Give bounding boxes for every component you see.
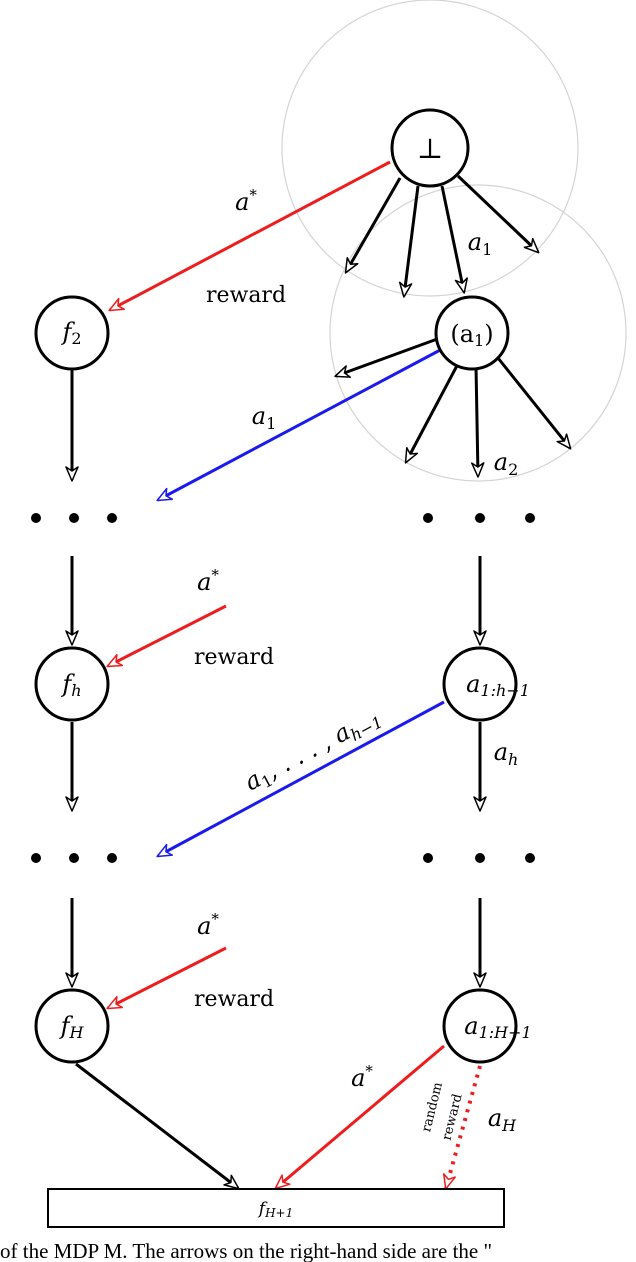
arrow-red-root-f2: [108, 160, 391, 312]
label-ah: ah: [494, 738, 519, 769]
label-reward-top: reward: [206, 283, 286, 308]
arrow-a1-2: [404, 359, 462, 464]
arrow-fH-fH1: [75, 1062, 240, 1190]
ghost-circle-second: [329, 184, 627, 482]
arrow-red-aH1-fH1: [274, 1044, 445, 1190]
arrow-a1-4: [496, 357, 572, 450]
label-a1-root: a1: [468, 228, 493, 259]
node-root: [390, 108, 470, 188]
caption: of the MDP M. The arrows on the right-ha…: [0, 1240, 493, 1262]
dots-right-2: [423, 853, 535, 863]
node-a-1-h-1-label: a1:h−1: [466, 670, 530, 700]
arrow-red-fH: [106, 946, 227, 1010]
dots-left-1: [31, 513, 117, 523]
node-f2: [34, 295, 110, 371]
label-aH: aH: [488, 1104, 517, 1135]
arrow-root-3-a1: [440, 185, 468, 294]
arrow-blue-seq: [156, 700, 445, 858]
ghost-circle-top: [281, 0, 579, 297]
arrow-root-4: [456, 174, 540, 254]
label-a-star-fH: a*: [197, 910, 219, 940]
label-reward-fh: reward: [194, 645, 274, 670]
node-fH: [34, 988, 110, 1064]
label-reward-fH: reward: [194, 987, 274, 1012]
label-a-star-top: a*: [235, 186, 257, 216]
dots-left-2: [31, 853, 117, 863]
arrow-red-fh: [106, 604, 227, 668]
node-a-1-h-1: [442, 646, 518, 722]
label-a-star-bottom: a*: [351, 1062, 373, 1092]
label-seq: a1, . . . , ah−1: [240, 702, 386, 799]
dots-right-1: [423, 513, 535, 523]
node-fH1-label: fH+1: [257, 1199, 293, 1220]
arrow-root-2: [398, 185, 420, 298]
arrow-dotted-random: [442, 1065, 482, 1190]
node-root-label: ⊥: [417, 132, 443, 165]
label-random-reward: reward: [440, 1092, 466, 1142]
arrow-root-1: [344, 177, 402, 274]
node-a1-label: (a1): [450, 320, 493, 350]
node-fH1-box: [47, 1188, 505, 1228]
node-a1: [434, 295, 510, 371]
label-a2: a2: [494, 448, 519, 479]
arrow-blue-a1-left: [156, 346, 445, 502]
label-a1-blue: a1: [252, 402, 277, 433]
label-a-star-fh: a*: [197, 566, 219, 596]
node-a-1-H-1: [442, 988, 518, 1064]
arrow-a1-1: [334, 336, 441, 378]
node-fh: [34, 646, 110, 722]
arrow-a1-3-a2: [471, 365, 485, 478]
node-a-1-H-1-label: a1:H−1: [464, 1012, 531, 1042]
